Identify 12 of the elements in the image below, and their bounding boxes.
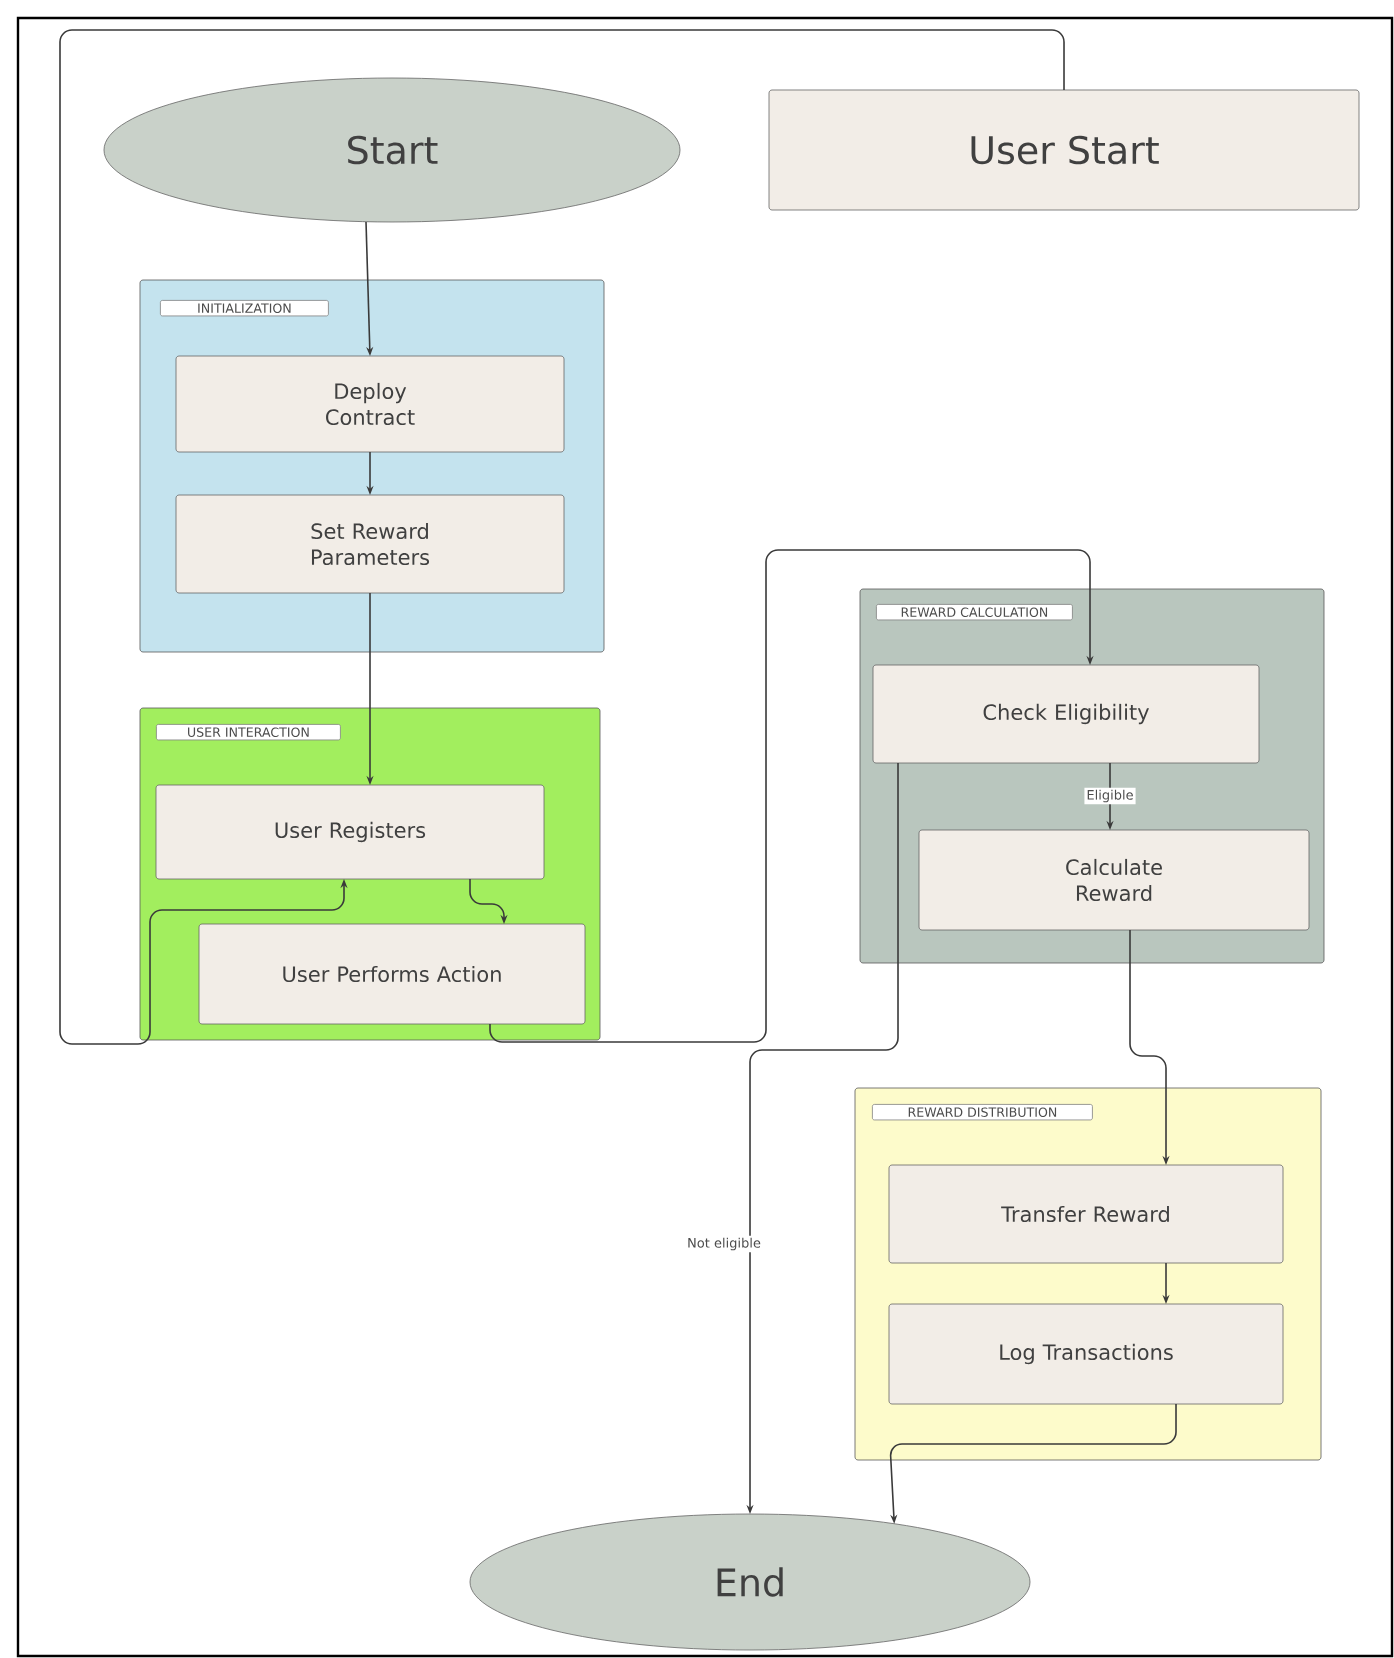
- process-box: Calculate Reward: [918, 829, 1310, 931]
- process-box: User Start: [768, 89, 1360, 211]
- process-box: Deploy Contract: [175, 355, 565, 453]
- terminal-oval: End: [469, 1513, 1031, 1651]
- process-box: Transfer Reward: [888, 1164, 1284, 1264]
- process-box: Set Reward Parameters: [175, 494, 565, 594]
- process-box: Check Eligibility: [872, 664, 1260, 764]
- process-box: Log Transactions: [888, 1303, 1284, 1405]
- arrow: [59, 29, 1065, 1045]
- terminal-oval: Start: [103, 77, 681, 223]
- process-box: User Registers: [155, 784, 545, 880]
- process-box: User Performs Action: [198, 923, 586, 1025]
